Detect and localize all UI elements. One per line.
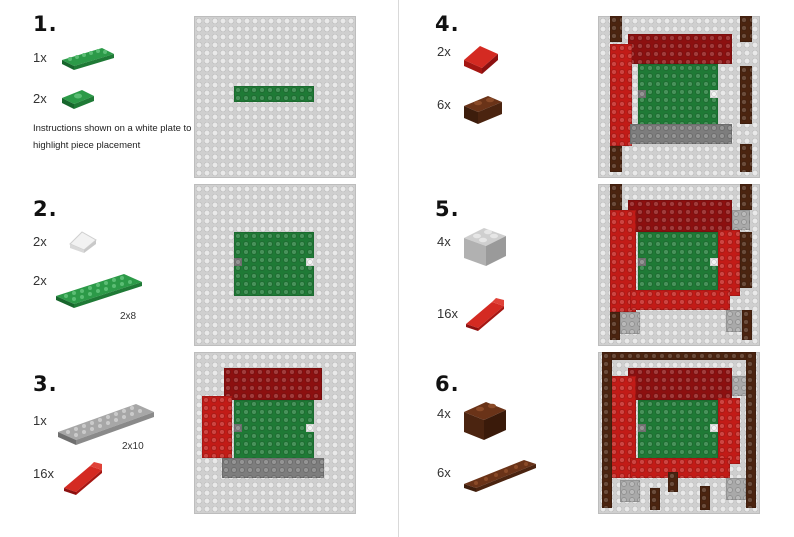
red-stand-left: [610, 44, 632, 146]
step-1-number: 1.: [33, 12, 58, 36]
brown-brick-icon: [464, 402, 506, 440]
gray-plate-bottom: [222, 458, 324, 478]
step-5-qty-brick: 4x: [437, 234, 451, 249]
brown-post: [610, 184, 622, 210]
red-stand-right: [718, 398, 740, 464]
gray-slope-left: [638, 424, 646, 432]
white-slope-right: [710, 424, 718, 432]
red-slope-icon: [64, 462, 102, 495]
brown-post: [740, 66, 752, 124]
instruction-note: Instructions shown on a white plate to b…: [33, 123, 219, 151]
brown-post: [610, 146, 622, 172]
red-stand-top: [224, 368, 322, 400]
brown-brick-icon: [464, 96, 502, 124]
step-2-qty-slope: 2x: [33, 234, 47, 249]
white-slope-right: [710, 258, 718, 266]
page-divider: [398, 0, 399, 537]
red-stand-right: [718, 230, 740, 296]
red-stand-top: [628, 34, 732, 64]
gray-corner-brick: [732, 210, 750, 230]
green-jumper-icon: [62, 90, 94, 109]
brown-roof-plate-left: [602, 352, 612, 508]
step-2-baseplate: [194, 184, 356, 346]
green-floor: [234, 232, 314, 296]
brown-plate-1x6-icon: [464, 460, 536, 492]
step-2-qty-plate: 2x: [33, 273, 47, 288]
step-5-qty-slope: 16x: [437, 306, 458, 321]
brown-post: [650, 488, 660, 510]
red-slope-icon: [466, 298, 504, 331]
step-3-number: 3.: [33, 372, 58, 396]
white-slope-right: [710, 90, 718, 98]
gray-slope-left: [234, 424, 242, 432]
brown-post: [740, 232, 752, 288]
step-4-qty-slope: 2x: [437, 44, 451, 59]
step-3-qty-plate: 1x: [33, 413, 47, 428]
brown-post: [740, 16, 752, 42]
brown-post: [740, 184, 752, 210]
gray-corner-brick: [620, 480, 640, 502]
green-plate-brick: [234, 86, 314, 102]
step-4-qty-brick: 6x: [437, 97, 451, 112]
gray-slope-left: [234, 258, 242, 266]
gray-corner-brick: [620, 312, 640, 334]
gray-plate-bottom: [630, 124, 732, 144]
brown-roof-plate-right: [746, 352, 756, 508]
step-5-number: 5.: [435, 197, 460, 221]
step-2-number: 2.: [33, 197, 58, 221]
gray-brick-2x2-icon: [464, 228, 506, 266]
brown-post: [740, 144, 752, 172]
red-stand-bottom: [630, 458, 730, 478]
gray-plate-2x10-icon: [58, 404, 154, 445]
step-6-number: 6.: [435, 372, 460, 396]
red-stand-left: [202, 396, 232, 458]
green-plate-icon: [62, 48, 114, 70]
step-3-size-label: 2x10: [122, 441, 144, 452]
green-floor: [638, 400, 718, 464]
gray-slope-left: [638, 258, 646, 266]
red-stand-top: [628, 200, 732, 232]
white-slope-icon: [69, 231, 97, 253]
step-2-size-label: 2x8: [120, 311, 137, 322]
red-slope-2x2-icon: [464, 46, 498, 74]
green-floor: [638, 232, 718, 296]
white-slope-right: [306, 424, 314, 432]
white-slope-right: [306, 258, 314, 266]
brown-post: [700, 486, 710, 510]
gray-corner-brick: [732, 376, 750, 396]
step-1-qty-plate: 1x: [33, 50, 47, 65]
brown-post: [742, 310, 752, 340]
step-4-number: 4.: [435, 12, 460, 36]
step-3-qty-slope: 16x: [33, 466, 54, 481]
step-1-qty-jumper: 2x: [33, 91, 47, 106]
brown-post: [610, 16, 622, 42]
brown-post: [610, 312, 620, 340]
gray-corner-brick: [726, 478, 746, 500]
step-6-qty-plate: 6x: [437, 465, 451, 480]
red-stand-bottom: [630, 290, 730, 310]
brown-roof-plate-top: [602, 352, 754, 360]
green-floor: [638, 64, 718, 128]
green-plate-2x8-icon: [56, 274, 142, 308]
step-6-qty-brick: 4x: [437, 406, 451, 421]
red-stand-top: [628, 368, 732, 400]
gray-corner-brick: [726, 310, 746, 332]
brown-post: [668, 472, 678, 492]
gray-slope-left: [638, 90, 646, 98]
green-floor: [234, 400, 314, 464]
